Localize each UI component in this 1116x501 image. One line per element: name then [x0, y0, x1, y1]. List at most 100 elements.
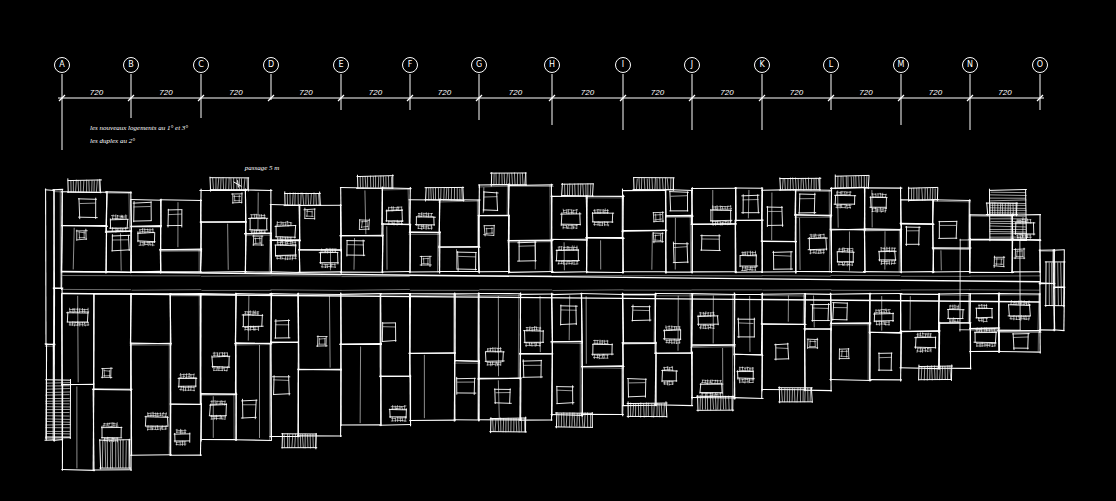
- plan-line: [864, 228, 866, 272]
- plan-line: [761, 293, 806, 295]
- plan-line: [393, 206, 394, 211]
- plan-line: [287, 237, 289, 242]
- plan-line: [687, 191, 688, 211]
- plan-line: [564, 184, 565, 196]
- plan-line: [281, 222, 282, 226]
- plan-line: [108, 423, 109, 427]
- plan-line: [778, 401, 812, 402]
- plan-line: [794, 214, 832, 216]
- plan-line: [259, 215, 260, 220]
- plan-line: [611, 343, 612, 355]
- plan-line: [655, 293, 694, 294]
- plan-line: [813, 249, 814, 254]
- plan-line: [734, 353, 736, 399]
- plan-line: [477, 378, 521, 380]
- plan-line: [568, 261, 573, 263]
- plan-line: [740, 255, 757, 256]
- plan-line: [432, 188, 434, 200]
- plan-line: [200, 395, 236, 396]
- plan-line: [607, 209, 608, 214]
- plan-line: [844, 262, 845, 266]
- plan-line: [82, 322, 83, 327]
- plan-line: [795, 215, 832, 216]
- plan-line: [761, 241, 797, 242]
- plan-line: [305, 193, 306, 205]
- plan-line: [454, 360, 480, 362]
- plan-line: [451, 188, 452, 201]
- plan-line: [176, 429, 177, 433]
- plan-line: [836, 192, 837, 196]
- plan-line: [439, 246, 480, 248]
- plan-line: [319, 338, 320, 344]
- plan-line: [700, 250, 720, 251]
- plan-line: [454, 293, 480, 294]
- plan-line: [571, 413, 573, 427]
- plan-line: [439, 245, 440, 272]
- plan-line: [715, 206, 716, 210]
- plan-line: [122, 215, 124, 219]
- plan-line: [653, 212, 655, 222]
- plan-line: [340, 293, 382, 295]
- plan-line: [527, 327, 528, 332]
- plan-line: [212, 178, 214, 191]
- plan-line: [798, 212, 816, 213]
- plan-line: [702, 396, 703, 409]
- plan-line: [340, 343, 382, 345]
- plan-line: [281, 256, 282, 260]
- plan-line: [379, 376, 411, 377]
- plan-line: [401, 209, 402, 221]
- plan-line: [321, 251, 327, 252]
- plan-line: [519, 245, 535, 246]
- plan-line: [829, 215, 830, 272]
- plan-line: [794, 189, 796, 216]
- plan-line: [244, 311, 246, 315]
- plan-line: [104, 370, 110, 372]
- plan-line: [160, 251, 202, 252]
- plan-line: [807, 339, 818, 340]
- plan-line: [651, 403, 652, 417]
- plan-line: [121, 215, 127, 217]
- plan-line: [735, 220, 736, 273]
- plan-line: [747, 378, 748, 383]
- plan-line: [743, 199, 759, 200]
- plan-line: [810, 388, 811, 402]
- plan-line: [808, 178, 809, 190]
- plan-line: [831, 229, 866, 231]
- plan-line: [289, 434, 290, 448]
- plan-line: [304, 208, 305, 219]
- plan-line: [744, 381, 749, 383]
- plan-line: [676, 326, 677, 330]
- plan-line: [787, 388, 788, 402]
- plan-line: [213, 366, 214, 371]
- plan-line: [275, 324, 289, 325]
- plan-line: [368, 219, 370, 230]
- plan-line: [379, 424, 411, 426]
- plan-line: [223, 177, 225, 190]
- plan-line: [245, 189, 272, 191]
- plan-line: [454, 188, 455, 200]
- plan-line: [244, 327, 246, 331]
- plan-line: [462, 187, 464, 202]
- plan-line: [457, 251, 459, 271]
- plan-line: [586, 196, 588, 242]
- plan-line: [288, 375, 290, 395]
- plan-line: [551, 184, 552, 241]
- plan-line: [270, 293, 271, 343]
- plan-line: [144, 228, 145, 233]
- plan-line: [270, 239, 272, 274]
- plan-line: [295, 244, 296, 255]
- plan-line: [623, 275, 692, 276]
- plan-line: [849, 204, 851, 208]
- plan-line: [245, 189, 246, 234]
- plan-line: [556, 249, 558, 261]
- plan-line: [382, 322, 396, 323]
- plan-line: [185, 376, 190, 378]
- plan-line: [581, 293, 582, 367]
- plan-line: [551, 271, 588, 273]
- plan-line: [130, 454, 172, 456]
- plan-line: [566, 413, 568, 427]
- plan-line: [603, 212, 608, 214]
- plan-line: [133, 202, 152, 204]
- plan-line: [567, 212, 573, 214]
- plan-line: [331, 252, 336, 253]
